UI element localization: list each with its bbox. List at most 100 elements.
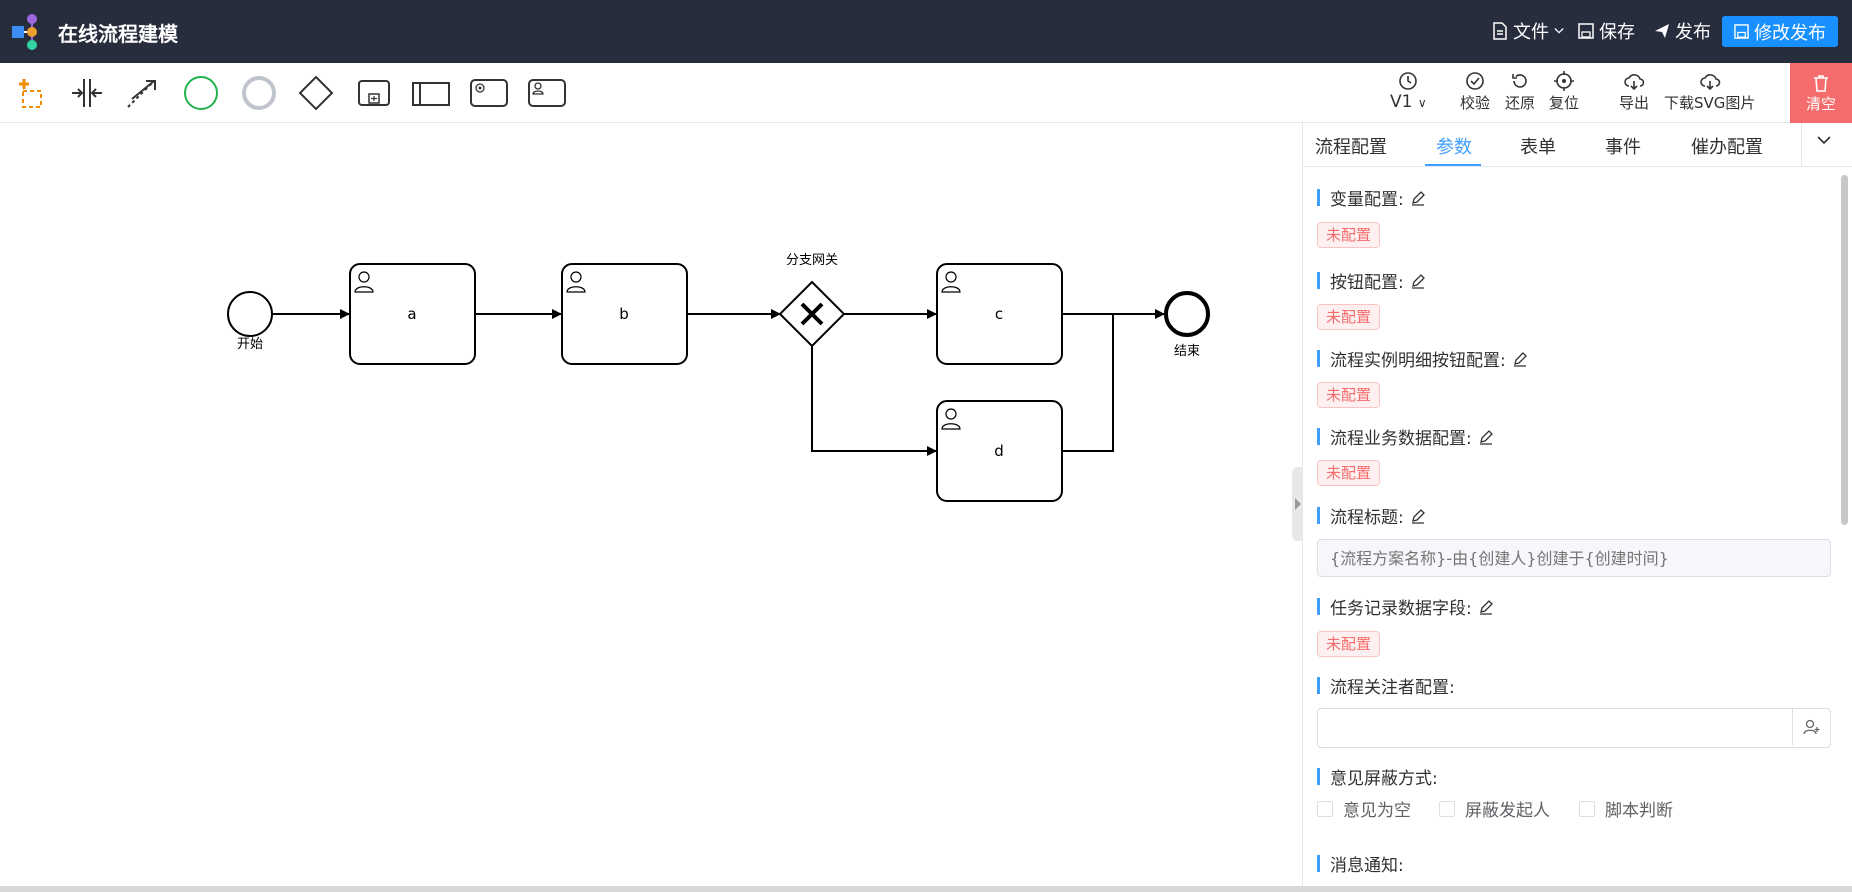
button-config-heading: 按钮配置:: [1317, 268, 1426, 293]
checkbox-opinion-empty[interactable]: 意见为空: [1317, 796, 1411, 821]
connect-tool-button[interactable]: [122, 73, 162, 113]
chevron-down-icon: [1554, 28, 1564, 34]
end-event-icon: [242, 76, 276, 110]
flow-d-end[interactable]: [1063, 314, 1114, 452]
edit-icon[interactable]: [1410, 190, 1426, 206]
user-task-a[interactable]: [349, 263, 476, 365]
opinion-shield-heading: 意见屏蔽方式:: [1317, 764, 1438, 789]
button-config-label: 按钮配置:: [1330, 273, 1404, 293]
reset-button[interactable]: 复位: [1549, 70, 1579, 113]
hand-tool-icon: [19, 79, 42, 108]
checkbox-script-judge[interactable]: 脚本判断: [1579, 796, 1673, 821]
reset-label: 复位: [1549, 94, 1580, 112]
check-circle-icon: [1466, 72, 1484, 90]
edit-icon[interactable]: [1512, 351, 1528, 367]
add-user-button[interactable]: [1792, 709, 1830, 745]
start-event[interactable]: [227, 291, 273, 337]
service-task-tool[interactable]: [469, 73, 509, 113]
publish-label: 发布: [1675, 22, 1711, 43]
pool-tool[interactable]: [411, 73, 451, 113]
tab-form[interactable]: 表单: [1520, 137, 1556, 158]
save-button[interactable]: 保存: [1578, 18, 1635, 44]
task-record-fields-heading: 任务记录数据字段:: [1317, 594, 1494, 619]
user-icon: [354, 271, 374, 293]
tab-events[interactable]: 事件: [1605, 137, 1641, 158]
undo-button[interactable]: 还原: [1505, 70, 1535, 113]
edit-icon[interactable]: [1410, 508, 1426, 524]
hand-tool-button[interactable]: [8, 73, 48, 113]
start-event-label: 开始: [237, 337, 263, 352]
download-svg-label: 下载SVG图片: [1664, 94, 1756, 112]
followers-config-label: 流程关注者配置:: [1330, 678, 1455, 698]
task-b-label: b: [619, 305, 629, 323]
exclusive-gateway[interactable]: [778, 280, 846, 348]
logo-icon: [12, 14, 37, 50]
sub-process-icon: [358, 80, 390, 106]
variable-config-label: 变量配置:: [1330, 190, 1404, 210]
export-label: 导出: [1619, 94, 1650, 112]
version-select[interactable]: V1 ∨: [1390, 70, 1427, 112]
user-task-icon: [528, 79, 566, 107]
end-event-tool[interactable]: [239, 73, 279, 113]
task-c-label: c: [995, 305, 1003, 323]
tab-divider: [1801, 123, 1802, 167]
file-menu-button[interactable]: 文件: [1492, 18, 1564, 44]
bottom-scrollbar-track: [0, 886, 1852, 892]
gateway-label: 分支网关: [786, 253, 838, 268]
sub-process-tool[interactable]: [354, 73, 394, 113]
edit-icon[interactable]: [1478, 429, 1494, 445]
lasso-tool-button[interactable]: [67, 73, 107, 113]
validate-button[interactable]: 校验: [1460, 70, 1490, 113]
user-task-b[interactable]: [561, 263, 688, 365]
user-icon: [566, 271, 586, 293]
clear-button[interactable]: 清空: [1790, 63, 1852, 123]
edit-icon[interactable]: [1410, 273, 1426, 289]
gateway-icon: [298, 75, 334, 111]
tab-process-config[interactable]: 流程配置: [1315, 137, 1387, 158]
panel-collapse-handle[interactable]: [1292, 467, 1304, 541]
checkbox-box[interactable]: [1579, 800, 1595, 817]
cloud-download-icon: [1699, 74, 1720, 91]
start-event-tool[interactable]: [181, 73, 221, 113]
undo-icon: [1512, 74, 1527, 88]
checkbox-box[interactable]: [1439, 800, 1455, 817]
tabs-more-button[interactable]: [1815, 131, 1833, 154]
clear-label: 清空: [1805, 94, 1836, 113]
connect-tool-icon: [127, 80, 156, 108]
edit-icon[interactable]: [1478, 599, 1494, 615]
user-task-d[interactable]: [936, 400, 1063, 502]
business-data-config-label: 流程业务数据配置:: [1330, 429, 1472, 449]
checkbox-label: 屏蔽发起人: [1465, 801, 1550, 821]
followers-input[interactable]: [1317, 708, 1831, 748]
business-data-config-heading: 流程业务数据配置:: [1317, 424, 1494, 449]
status-badge: 未配置: [1317, 460, 1381, 486]
checkbox-shield-initiator[interactable]: 屏蔽发起人: [1439, 796, 1550, 821]
panel-tabs: 流程配置 参数 表单 事件 催办配置: [1303, 123, 1852, 167]
pool-icon: [412, 82, 450, 106]
process-title-input[interactable]: [1317, 539, 1831, 577]
save-icon: [1734, 24, 1749, 39]
process-title-label: 流程标题:: [1330, 508, 1404, 528]
start-event-icon: [184, 76, 218, 110]
publish-button[interactable]: 发布: [1654, 18, 1711, 44]
user-icon: [941, 408, 961, 430]
download-svg-button[interactable]: 下载SVG图片: [1664, 70, 1755, 113]
trash-icon: [1814, 74, 1828, 92]
message-notify-heading: 消息通知:: [1317, 851, 1404, 876]
tab-reminder-config[interactable]: 催办配置: [1691, 137, 1763, 158]
file-icon: [1493, 22, 1507, 40]
panel-scrollbar[interactable]: [1841, 175, 1848, 525]
user-task-tool[interactable]: [527, 73, 567, 113]
bpmn-canvas[interactable]: 开始 a b: [0, 123, 1302, 886]
tab-params[interactable]: 参数: [1436, 137, 1472, 158]
top-header: 在线流程建模 文件 保存 发布 修改发布: [0, 0, 1852, 63]
undo-label: 还原: [1505, 94, 1536, 112]
flow-gateway-d[interactable]: [811, 346, 937, 456]
history-icon: [1399, 72, 1418, 90]
export-button[interactable]: 导出: [1619, 70, 1649, 113]
checkbox-box[interactable]: [1317, 800, 1333, 817]
end-event[interactable]: [1164, 291, 1210, 337]
modify-publish-button[interactable]: 修改发布: [1722, 16, 1838, 47]
user-task-c[interactable]: [936, 263, 1063, 365]
gateway-tool[interactable]: [296, 73, 336, 113]
